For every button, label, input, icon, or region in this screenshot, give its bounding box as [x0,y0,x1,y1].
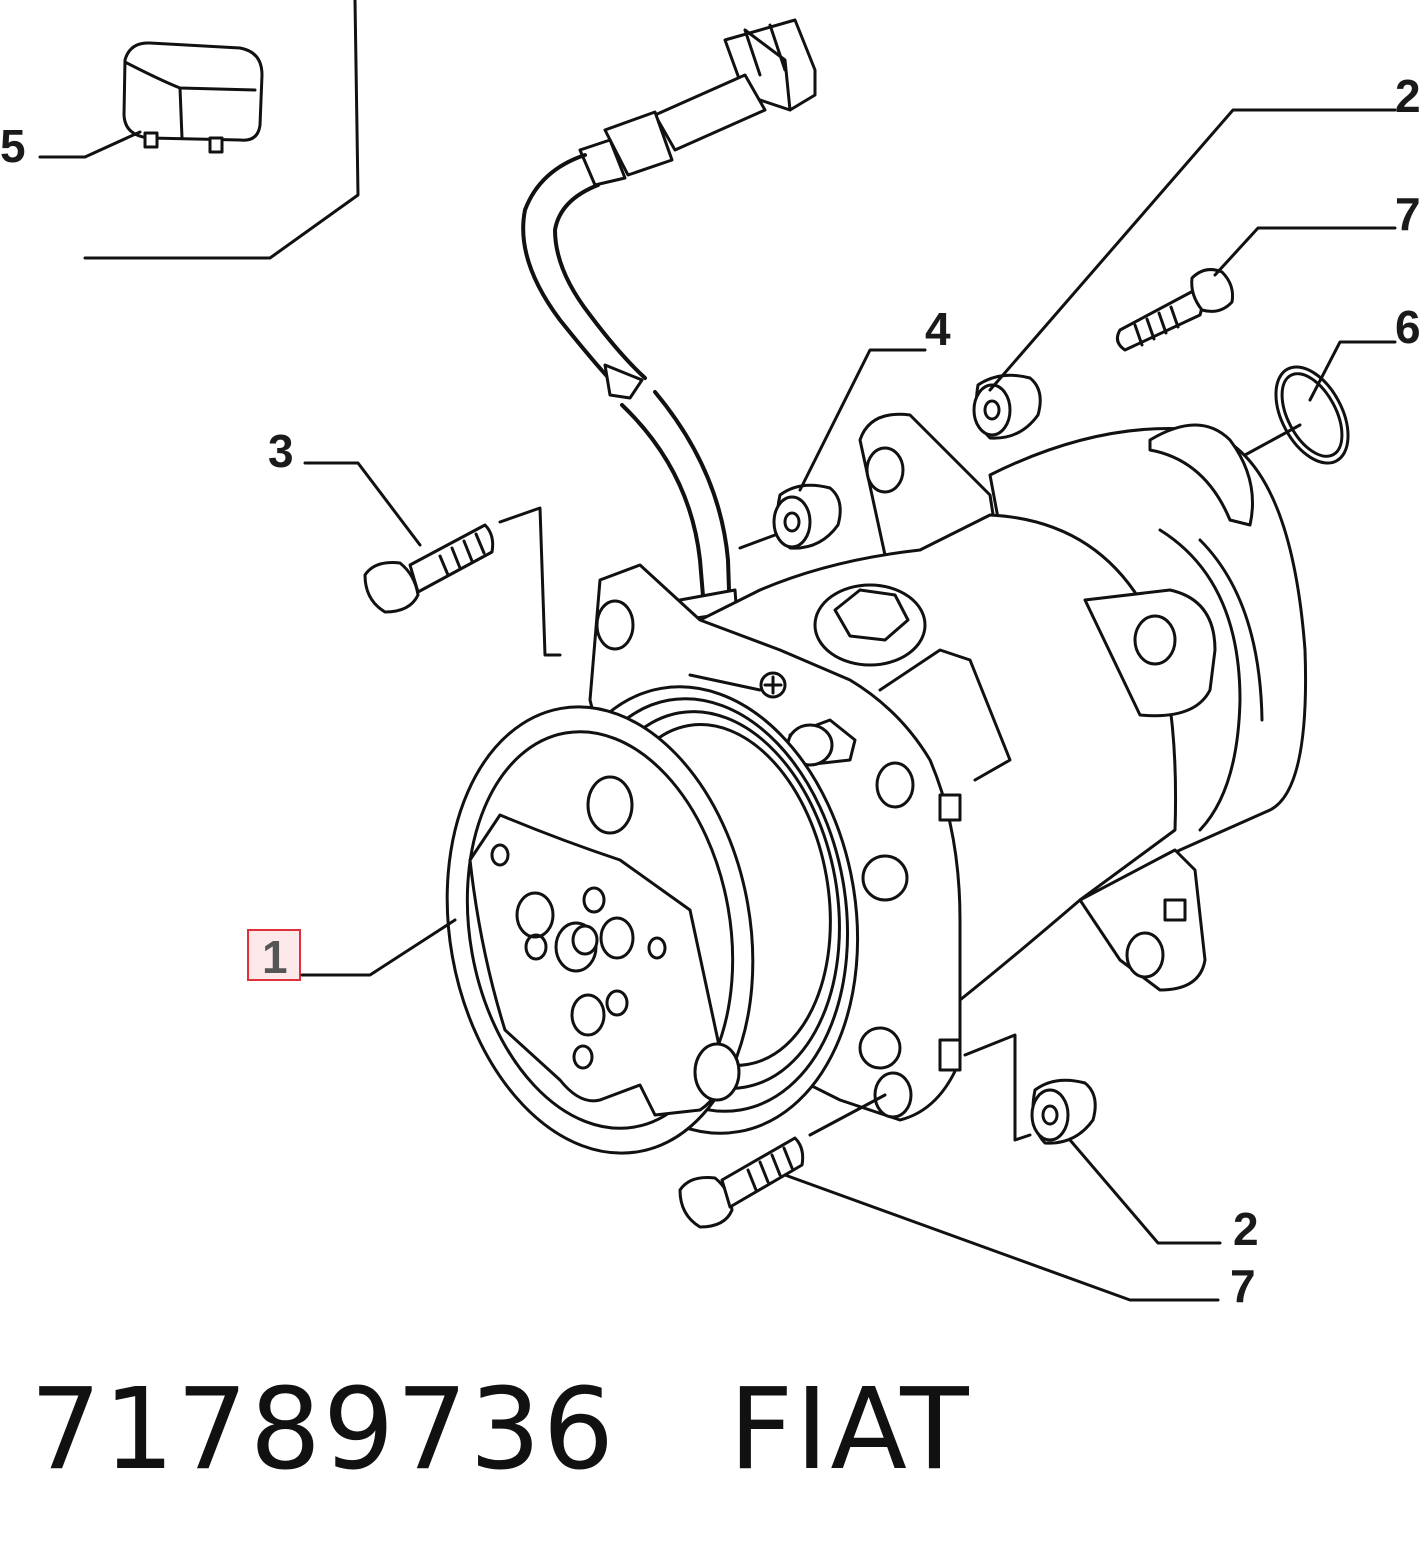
caption-gap [616,1365,729,1495]
bushing-part-2-bottom [963,1033,1222,1245]
hose-connector [521,18,817,670]
bolt-part-7-top [1115,226,1397,352]
bushing-part-2-top [972,108,1397,440]
callout-1-group[interactable]: 1 [247,918,457,983]
relay-part-5 [38,0,360,260]
pulley-clutch [445,685,860,1155]
brand-name: FIAT [728,1365,971,1495]
callout-6-label: 6 [1395,301,1421,353]
callout-3-label: 3 [268,425,294,477]
callout-1-label: 1 [262,931,288,983]
callout-7-top-label: 7 [1395,188,1421,240]
compressor-body [588,412,1308,1122]
callout-1-highlight [247,929,301,981]
callout-2-top-label: 2 [1395,70,1421,122]
callout-4-label: 4 [925,303,951,355]
callout-7-bottom-label: 7 [1230,1260,1256,1312]
part-caption: 71789736 FIAT [30,1365,971,1495]
part-number: 71789736 [30,1365,617,1495]
callout-2-bottom-label: 2 [1233,1203,1259,1255]
callout-5-label: 5 [0,120,26,172]
bushing-part-4 [738,348,927,550]
o-ring-part-6 [1243,340,1397,465]
bolt-part-3 [303,461,562,657]
bolt-part-7-bottom [678,1093,1220,1302]
